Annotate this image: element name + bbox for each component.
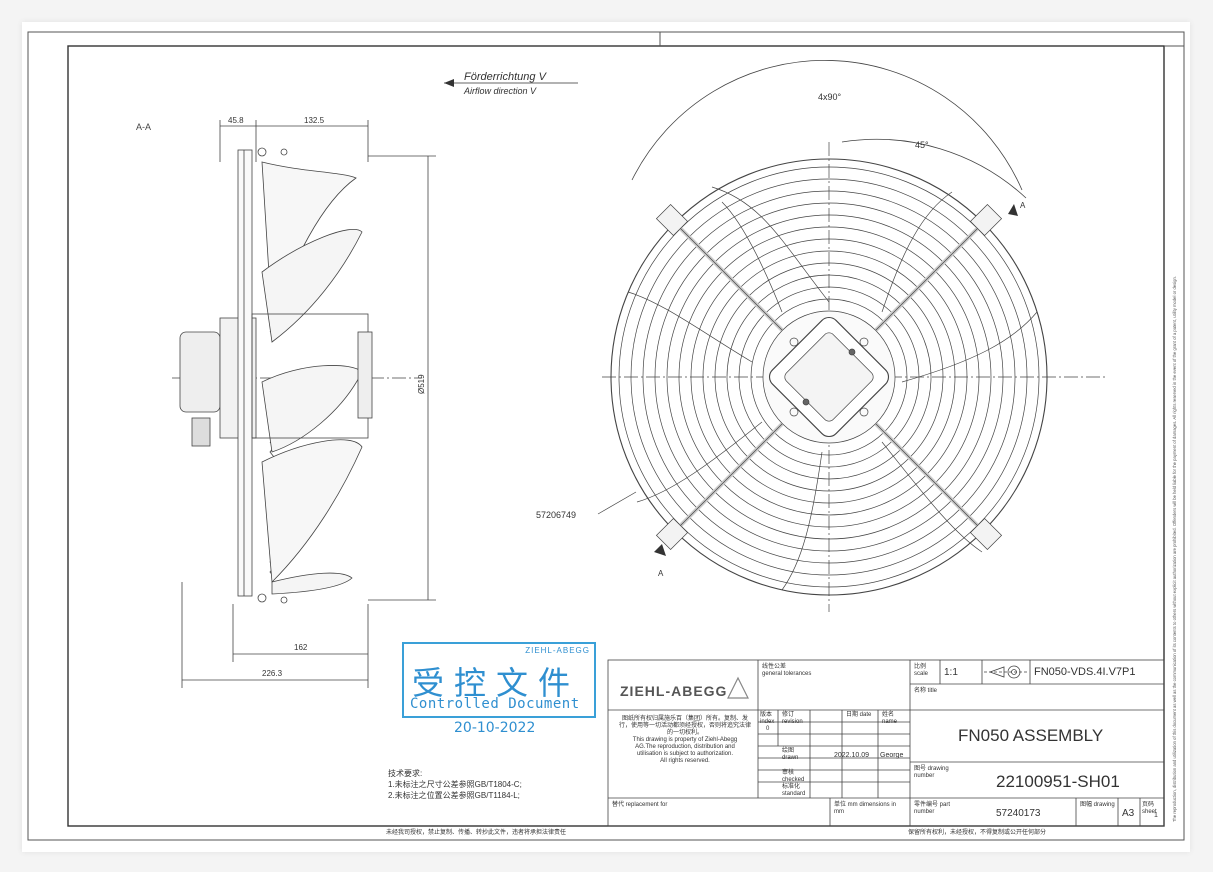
airflow-label-en: Airflow direction V	[463, 86, 537, 96]
drawing-sheet: The reproduction, distribution and utili…	[22, 22, 1190, 852]
property-notice-en-1: This drawing is property of Ziehl-Abegg	[632, 737, 738, 743]
angle-4x90: 4x90°	[818, 92, 842, 102]
tech-notes: 技术要求: 1.未标注之尺寸公差参照GB/T1804-C; 2.未标注之位置公差…	[388, 768, 522, 801]
dim-diameter: Ø519	[417, 374, 426, 394]
tolerance-label: 线性公差 general tolerances	[762, 664, 902, 678]
notes-line-2: 2.未标注之位置公差参照GB/T1184-L;	[388, 791, 520, 800]
checked-label: 审核 checked	[782, 770, 805, 783]
footer-right: 保留所有权利，未经授权，不得复制或公开任何部分	[908, 830, 1047, 836]
model-number: FN050-VDS.4I.V7P1	[1034, 666, 1136, 678]
drawing-title: FN050 ASSEMBLY	[958, 726, 1104, 745]
title-label: 名称 title	[914, 688, 938, 694]
dim-162: 162	[294, 643, 308, 652]
stamp-title-en: Controlled Document	[410, 696, 580, 712]
side-view	[172, 120, 436, 688]
scale-label: 比例 scale	[914, 664, 929, 677]
col-name: 姓名 name	[882, 712, 898, 725]
controlled-document-stamp: ZIEHL-ABEGG 受控文件 Controlled Document	[402, 642, 596, 718]
format-label: 图幅 drawing	[1080, 802, 1115, 808]
property-notice-en-3: utilisation is subject to authorization.	[636, 751, 734, 757]
footer-left: 未经我司授权，禁止复制、传播、转抄此文件，违者将承担法律责任	[386, 830, 567, 836]
property-notice-en-4: All rights reserved.	[660, 758, 710, 764]
tolerance-label-en: general tolerances	[762, 671, 812, 677]
part-number: 57240173	[996, 808, 1041, 819]
front-view	[597, 59, 1108, 612]
view-label: A-A	[136, 122, 151, 132]
side-legal-text: The reproduction, distribution and utili…	[1172, 276, 1177, 822]
stamp-date: 20-10-2022	[454, 720, 536, 736]
standard-label: 标准化 standard	[782, 784, 806, 797]
tolerance-label-cn: 线性公差	[762, 664, 787, 670]
technical-drawing: The reproduction, distribution and utili…	[27, 31, 1185, 841]
sheet-value: 1	[1154, 812, 1158, 819]
replacement-label: 替代 replacement for	[612, 802, 668, 808]
drawing-number: 22100951-SH01	[996, 772, 1120, 791]
col-date: 日期 date	[846, 712, 872, 718]
notes-line-1: 1.未标注之尺寸公差参照GB/T1804-C;	[388, 780, 522, 789]
scale-value: 1:1	[944, 667, 958, 678]
outer-frame	[27, 31, 1185, 841]
airflow-label-de: Förderrichtung V	[464, 71, 548, 83]
col-index: 版本 index	[760, 712, 775, 725]
dim-45-8: 45.8	[228, 116, 244, 125]
title-block-grid	[607, 659, 1165, 827]
drawn-date: 2022.10.09	[834, 752, 870, 759]
col-revision: 修订 revision	[782, 712, 803, 725]
property-notice-cn: 图纸所有权归属施乐百（集团）所有。复制、发行，使用等一切活动都须经授权，否则将追…	[618, 716, 751, 736]
drawn-label: 绘图 drawn	[782, 748, 799, 761]
notes-title: 技术要求:	[388, 769, 423, 778]
stamp-title-cn: 受控文件	[412, 664, 581, 702]
dim-132-5: 132.5	[304, 116, 325, 125]
index-value: 0	[766, 726, 770, 732]
part-number-label: 零件编号 part number	[914, 802, 951, 815]
drawing-number-label: 图号 drawing number	[914, 766, 949, 779]
angle-45: 45°	[915, 140, 929, 150]
dim-226-3: 226.3	[262, 669, 283, 678]
part-reference: 57206749	[536, 510, 576, 520]
dimensions-label: 单位 mm dimensions in mm	[834, 802, 897, 815]
stamp-brand: ZIEHL-ABEGG	[525, 646, 590, 655]
property-notice-en-2: AG.The reproduction, distribution and	[635, 744, 735, 750]
format-value: A3	[1122, 808, 1135, 819]
company-logo: ZIEHL-ABEGG	[620, 683, 727, 699]
sheet-label: 页码 sheet	[1142, 802, 1157, 815]
section-marker-bottom: A	[658, 569, 664, 578]
property-notice: 图纸所有权归属施乐百（集团）所有。复制、发行，使用等一切活动都须经授权，否则将追…	[618, 716, 752, 765]
drawn-name: George	[880, 752, 904, 759]
section-marker-top: A	[1020, 201, 1026, 210]
